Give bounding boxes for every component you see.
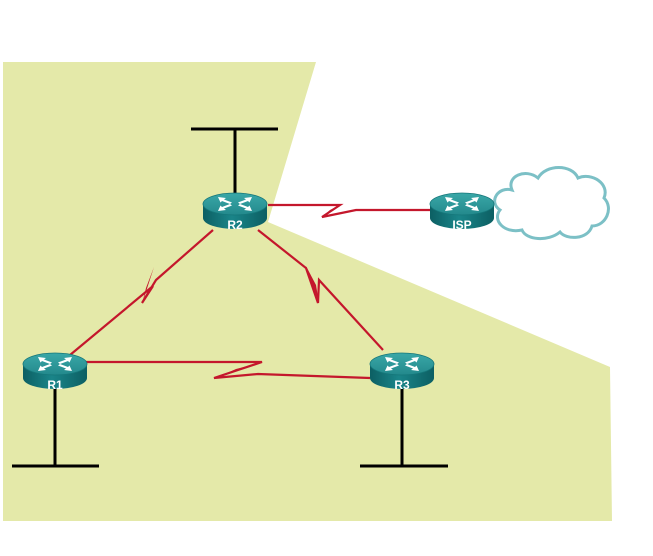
serial-link-r2-isp — [268, 203, 432, 219]
router-r1[interactable]: R1 — [22, 352, 88, 392]
lan-segment-r2 — [191, 127, 278, 196]
serial-link-r2-r1 — [69, 229, 214, 356]
serial-zigzag-r2-isp — [322, 205, 340, 217]
serial-link-r1-r3 — [86, 360, 371, 380]
serial-zigzag-r2-r3 — [306, 266, 319, 303]
serial-zigzag-r1-r3 — [214, 363, 260, 379]
cloud-icon — [493, 166, 610, 240]
serial-link-r2-r3 — [257, 229, 384, 351]
serial-zigzag-r2-r1 — [142, 267, 154, 304]
router-label: R3 — [394, 378, 410, 392]
routing-domain-area — [3, 62, 612, 521]
lan-segment-r3 — [360, 384, 448, 468]
lan-segment-r1 — [12, 384, 99, 468]
router-isp[interactable]: ISP — [429, 192, 495, 232]
router-r2[interactable]: R2 — [202, 192, 268, 232]
router-r3[interactable]: R3 — [369, 352, 435, 392]
router-label: ISP — [452, 218, 471, 232]
router-label: R1 — [47, 378, 63, 392]
router-label: R2 — [227, 218, 243, 232]
